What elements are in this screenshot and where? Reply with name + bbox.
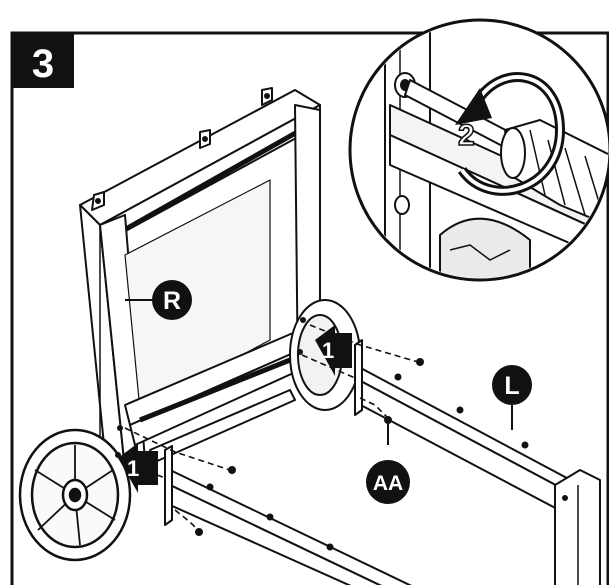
part-callout-r: R bbox=[152, 280, 192, 320]
part-callout-l: L bbox=[492, 365, 532, 405]
part-callout-l-label: L bbox=[504, 372, 519, 400]
detail-zoom: 2 bbox=[348, 18, 609, 282]
part-callout-aa: AA bbox=[366, 460, 410, 504]
frame-top-bar bbox=[79, 89, 321, 226]
step-number-badge: 3 bbox=[12, 33, 74, 88]
left-frame-assembly bbox=[164, 339, 601, 585]
tighten-step-label: 2 bbox=[458, 119, 475, 152]
screw bbox=[195, 528, 203, 536]
screw bbox=[228, 466, 236, 474]
part-callout-aa-label: AA bbox=[373, 472, 403, 495]
insert-arrow-left-label: 1 bbox=[127, 456, 139, 481]
screw bbox=[384, 416, 392, 424]
insert-arrow-right-label: 1 bbox=[322, 338, 334, 363]
part-callout-r-label: R bbox=[163, 287, 181, 315]
screw bbox=[416, 358, 424, 366]
front-wheel bbox=[18, 428, 132, 562]
insert-arrow-left: 1 bbox=[118, 443, 158, 493]
frame-back-panel bbox=[124, 179, 271, 411]
screws bbox=[115, 317, 424, 536]
insert-arrow-right: 1 bbox=[315, 325, 352, 376]
panel-border bbox=[10, 31, 609, 585]
right-frame-assembly bbox=[79, 87, 321, 471]
step-number: 3 bbox=[32, 42, 54, 86]
